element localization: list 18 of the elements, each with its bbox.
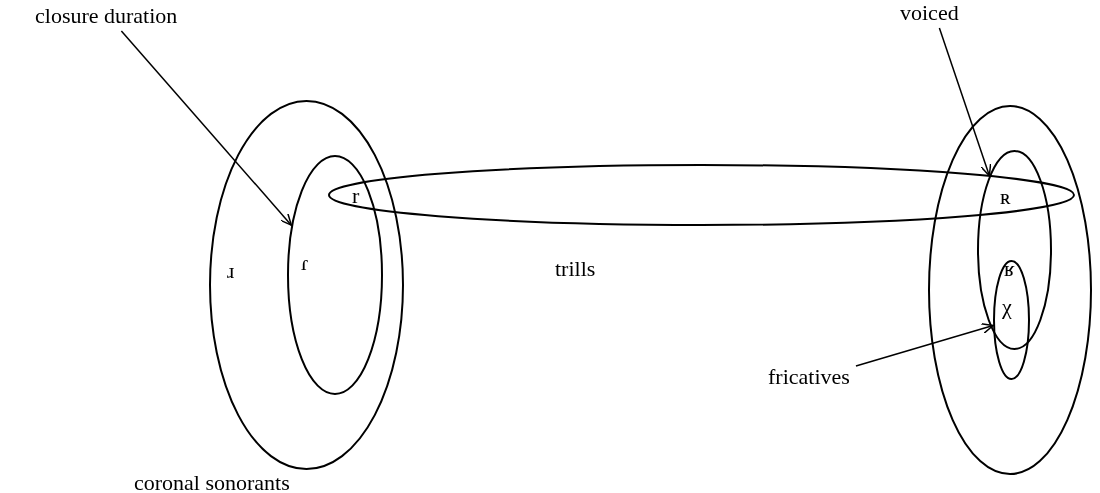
phonetic-symbol: χ bbox=[1002, 296, 1012, 318]
phonetic-symbol: ɾ bbox=[301, 252, 309, 274]
phonetic-symbol: r bbox=[352, 185, 360, 207]
set-ellipse bbox=[993, 260, 1030, 380]
leader-arrow bbox=[855, 323, 994, 367]
set-ellipse bbox=[287, 155, 383, 395]
phonetic-symbol: ʁ bbox=[1004, 258, 1015, 280]
set-ellipse bbox=[977, 150, 1052, 350]
leader-arrow bbox=[938, 27, 992, 177]
set-label: trills bbox=[555, 258, 596, 280]
set-label: fricatives bbox=[768, 366, 850, 388]
set-label: coronal sonorants bbox=[134, 472, 290, 493]
set-ellipse bbox=[928, 105, 1092, 475]
leader-arrow bbox=[120, 30, 293, 226]
phonetic-symbol: ɹ bbox=[227, 260, 235, 282]
set-label: voiced bbox=[900, 2, 959, 24]
phonetic-symbol: ʀ bbox=[1000, 186, 1011, 208]
set-label: closure duration bbox=[35, 5, 178, 27]
